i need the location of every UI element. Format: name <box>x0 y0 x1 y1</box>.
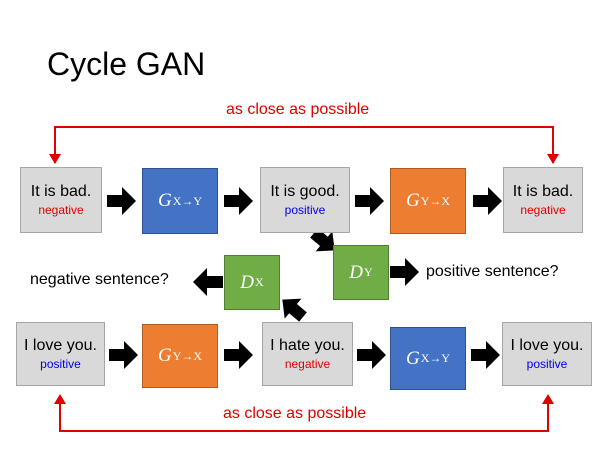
arrow-bottom-1 <box>109 341 138 369</box>
sentiment-tag: positive <box>284 203 326 217</box>
discriminator-name: D <box>240 271 255 293</box>
arrow-top-2 <box>224 187 253 215</box>
sentiment-tag: negative <box>38 203 84 217</box>
arrow-bottom-3 <box>357 341 386 369</box>
sentiment-tag: positive <box>40 357 81 371</box>
sentiment-tag: negative <box>520 203 566 217</box>
sentence-text: I hate you. <box>270 337 345 354</box>
arrow-bottom-2 <box>224 341 253 369</box>
sentence-box-top-output: It is bad. negative <box>503 167 583 233</box>
bottom-cycle-label: as close as possible <box>223 405 367 422</box>
arrow-to-dx <box>282 298 307 322</box>
generator-name: G <box>405 190 420 211</box>
generator-subscript: Y→X <box>172 348 203 363</box>
generator-name: G <box>157 190 172 211</box>
arrow-top-4 <box>473 187 502 215</box>
arrow-to-dy <box>310 228 335 252</box>
sentence-text: I love you. <box>510 337 584 354</box>
arrow-dy-out <box>390 258 419 286</box>
discriminator-subscript: Y <box>364 265 373 279</box>
arrow-bottom-4 <box>471 341 500 369</box>
arrow-dx-out <box>193 268 223 296</box>
arrow-top-3 <box>355 187 384 215</box>
discriminator-subscript: X <box>255 275 264 289</box>
dy-question: positive sentence? <box>426 263 559 280</box>
generator-name: G <box>157 345 172 366</box>
bottom-cycle-bracket <box>54 394 554 432</box>
sentence-box-top-input: It is bad. negative <box>20 167 102 233</box>
arrow-top-1 <box>107 187 136 215</box>
top-cycle-label: as close as possible <box>226 101 370 118</box>
generator-subscript: X→Y <box>420 351 451 365</box>
discriminator-name: D <box>349 261 364 283</box>
sentence-text: It is bad. <box>512 183 574 200</box>
sentence-box-top-middle: It is good. positive <box>260 167 350 233</box>
sentiment-tag: negative <box>284 357 331 371</box>
sentence-text: It is bad. <box>30 183 92 200</box>
sentence-text: It is good. <box>270 183 340 200</box>
generator-subscript: X→Y <box>172 193 203 208</box>
sentence-box-bottom-middle: I hate you. negative <box>262 322 353 386</box>
top-cycle-bracket <box>49 126 559 164</box>
sentence-text: I love you. <box>24 337 97 354</box>
sentiment-tag: positive <box>526 357 568 371</box>
page-title: Cycle GAN <box>47 46 206 82</box>
generator-subscript: Y→X <box>420 193 451 208</box>
sentence-box-bottom-input: I love you. positive <box>16 322 105 386</box>
generator-name: G <box>405 347 420 369</box>
sentence-box-bottom-output: I love you. positive <box>502 322 592 386</box>
dx-question: negative sentence? <box>30 271 169 288</box>
